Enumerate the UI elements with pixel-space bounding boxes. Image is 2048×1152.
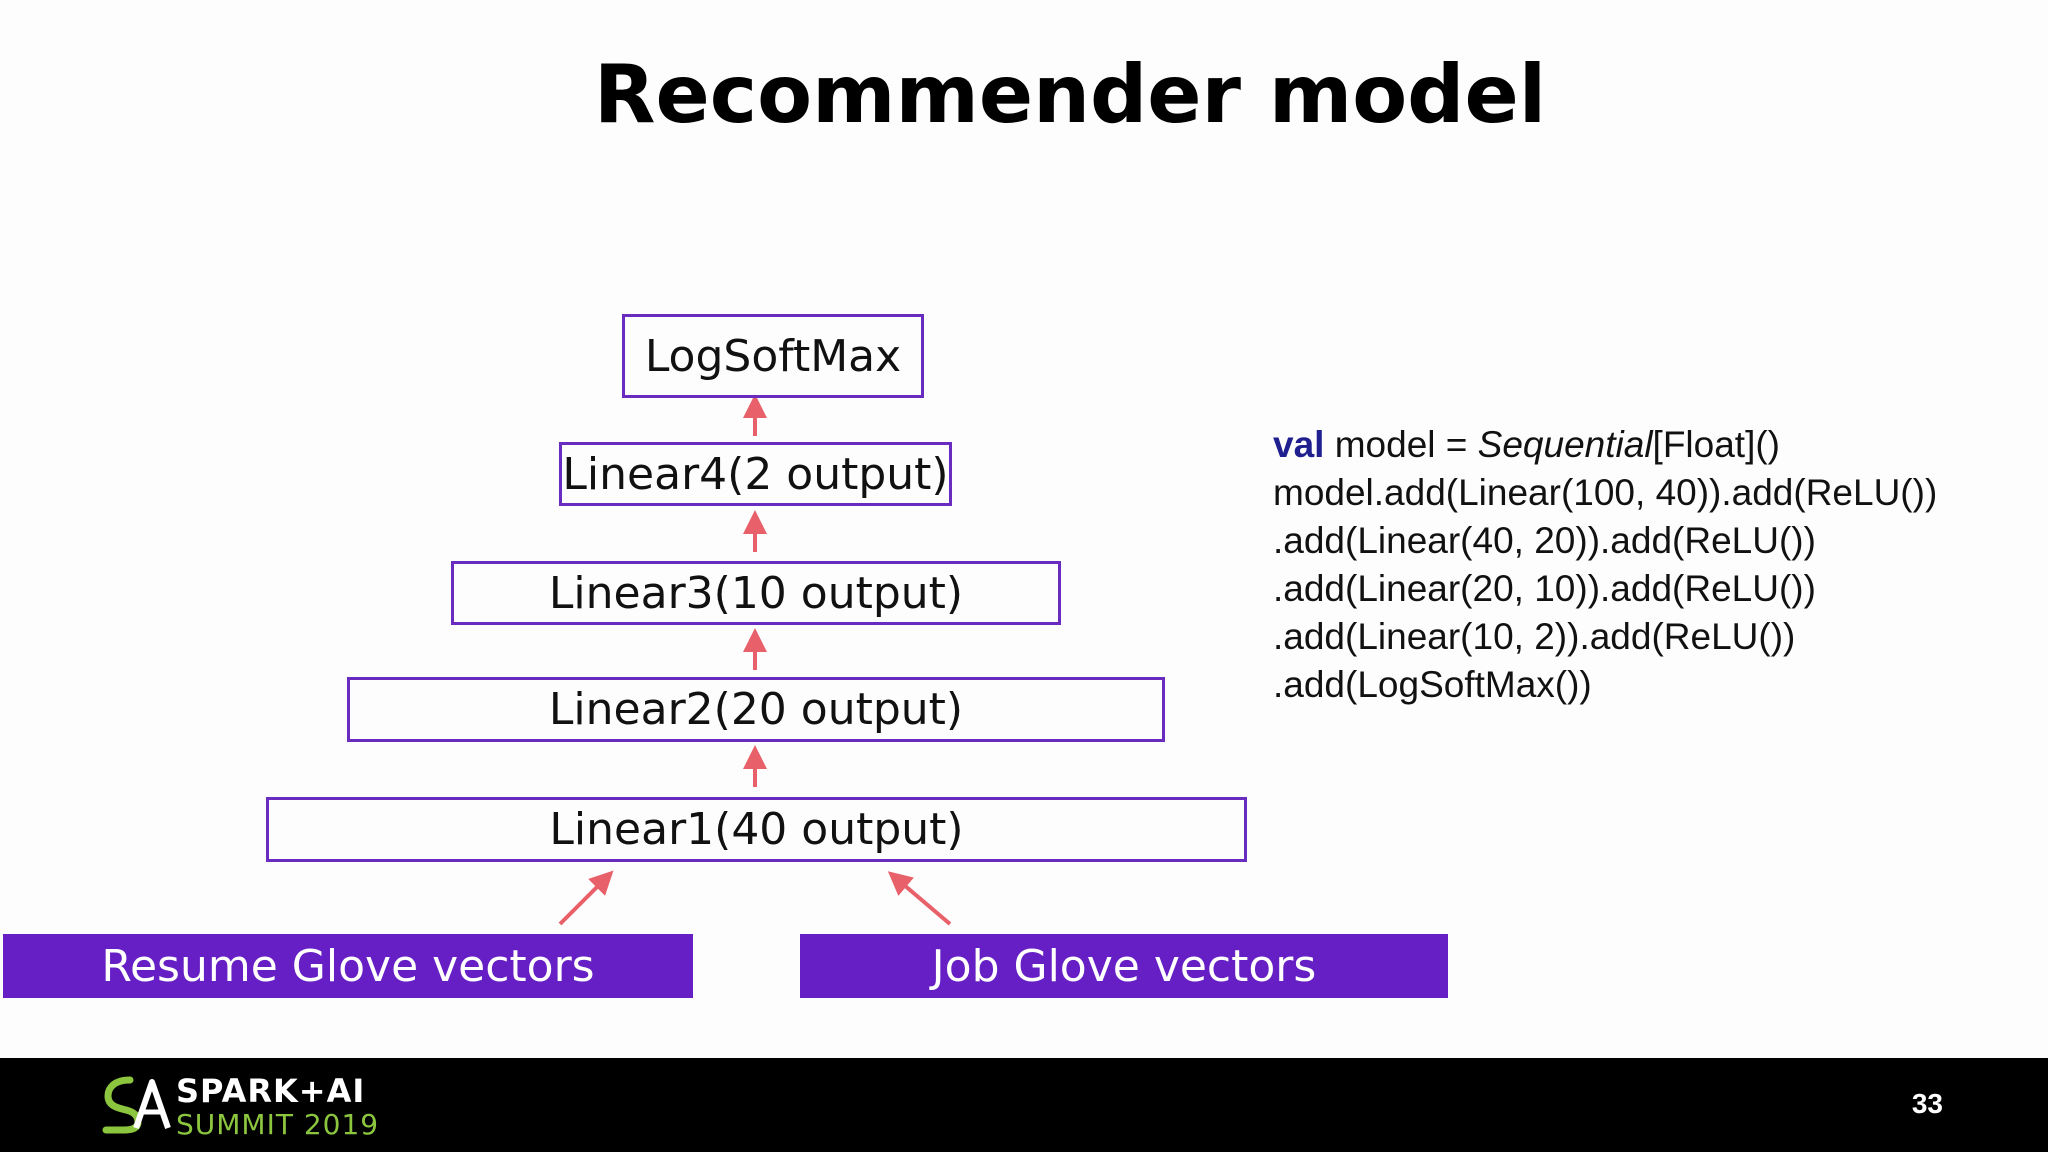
layer-logsoftmax: LogSoftMax: [622, 314, 924, 398]
arrow-resume-to-linear1: [558, 870, 614, 926]
code-text: [Float](): [1652, 424, 1781, 465]
footer-bar: SPARK+AI SUMMIT 2019 33: [0, 1058, 2048, 1152]
spark-ai-logo-icon: [102, 1076, 171, 1134]
layer-linear2: Linear2(20 output): [347, 677, 1165, 742]
code-line-4: .add(Linear(20, 10)).add(ReLU()): [1273, 568, 1816, 609]
code-block: val model = Sequential[Float]() model.ad…: [1273, 421, 1937, 709]
layer-linear3: Linear3(10 output): [451, 561, 1061, 625]
input-job-glove-vectors: Job Glove vectors: [800, 934, 1448, 998]
page-number: 33: [1911, 1088, 1943, 1119]
code-keyword: val: [1273, 424, 1325, 465]
code-line-6: .add(LogSoftMax()): [1273, 664, 1592, 705]
input-resume-glove-vectors: Resume Glove vectors: [3, 934, 693, 998]
slide-title: Recommender model: [593, 48, 1547, 141]
code-text: model =: [1324, 424, 1478, 465]
logo-text-spark-ai: SPARK+AI: [176, 1072, 366, 1110]
code-line-3: .add(Linear(40, 20)).add(ReLU()): [1273, 520, 1816, 561]
arrow-job-to-linear1: [887, 871, 952, 926]
code-line-2: model.add(Linear(100, 40)).add(ReLU()): [1273, 472, 1938, 513]
logo-text-summit: SUMMIT 2019: [176, 1108, 380, 1141]
layer-linear4: Linear4(2 output): [559, 442, 952, 506]
code-line-5: .add(Linear(10, 2)).add(ReLU()): [1273, 616, 1796, 657]
layer-linear1: Linear1(40 output): [266, 797, 1247, 862]
code-line-1: val model = Sequential[Float](): [1273, 421, 1937, 469]
code-italic: Sequential: [1477, 424, 1653, 465]
